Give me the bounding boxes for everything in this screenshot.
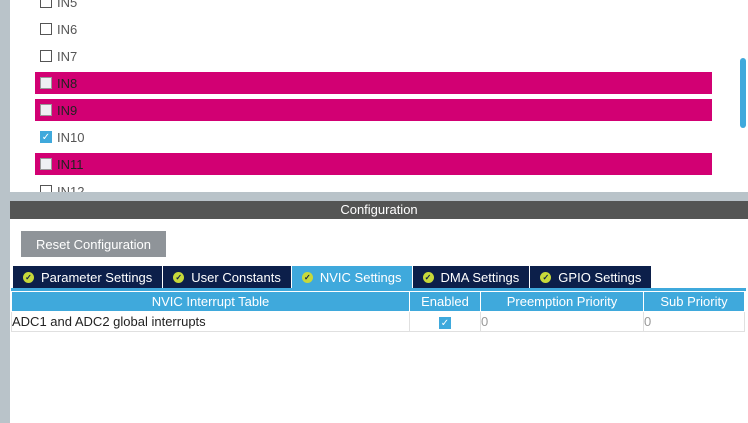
check-circle-icon: ✓ <box>422 271 434 283</box>
tab-user-constants[interactable]: ✓ User Constants <box>163 266 291 288</box>
enabled-checkbox[interactable]: ✓ <box>439 317 451 330</box>
tab-nvic-settings[interactable]: ✓ NVIC Settings <box>291 266 412 288</box>
checkbox-icon[interactable] <box>40 158 52 170</box>
channel-label: IN10 <box>57 129 85 145</box>
vertical-scrollbar[interactable] <box>738 0 748 192</box>
tab-label: NVIC Settings <box>319 269 402 285</box>
channel-label: IN11 <box>57 156 84 172</box>
configuration-panel: Configuration Reset Configuration ✓ Param… <box>10 201 748 423</box>
checkbox-icon[interactable] <box>40 77 52 89</box>
table-row: ADC1 and ADC2 global interrupts ✓ 0 0 <box>11 311 745 332</box>
tab-label: User Constants <box>191 269 281 285</box>
channel-label: IN12 <box>57 183 85 193</box>
header-enabled: Enabled <box>409 291 481 312</box>
tab-label: GPIO Settings <box>558 269 642 285</box>
check-circle-icon: ✓ <box>301 271 313 283</box>
checkbox-icon[interactable] <box>40 0 52 8</box>
channel-row[interactable]: ✓ IN10 <box>35 126 712 148</box>
channel-row[interactable]: IN12 <box>35 180 712 192</box>
check-circle-icon: ✓ <box>23 271 34 283</box>
scrollbar-thumb[interactable] <box>740 58 746 128</box>
header-sub-priority: Sub Priority <box>643 291 745 312</box>
tab-dma-settings[interactable]: ✓ DMA Settings <box>412 266 530 288</box>
channel-row[interactable]: IN5 <box>35 0 712 13</box>
channel-row[interactable]: IN9 <box>35 99 712 121</box>
reset-configuration-button[interactable]: Reset Configuration <box>21 231 166 257</box>
nvic-table: NVIC Interrupt Table Enabled Preemption … <box>11 291 745 332</box>
sub-priority-field[interactable]: 0 <box>643 311 745 332</box>
header-preemption-priority: Preemption Priority <box>480 291 644 312</box>
tab-label: DMA Settings <box>440 269 520 285</box>
checkbox-icon[interactable] <box>40 185 52 192</box>
channel-row[interactable]: IN8 <box>35 72 712 94</box>
channel-label: IN9 <box>57 102 78 118</box>
tab-underline <box>11 288 746 291</box>
checkbox-icon[interactable] <box>40 104 52 116</box>
channel-row[interactable]: IN11 <box>35 153 712 175</box>
preemption-priority-field[interactable]: 0 <box>480 311 644 332</box>
tab-parameter-settings[interactable]: ✓ Parameter Settings <box>13 266 163 288</box>
channel-row[interactable]: IN7 <box>35 45 712 67</box>
tab-label: Parameter Settings <box>41 269 153 285</box>
channel-row[interactable]: IN6 <box>35 18 712 40</box>
configuration-header: Configuration <box>10 201 748 219</box>
channel-label: IN6 <box>57 21 78 37</box>
settings-tabs: ✓ Parameter Settings ✓ User Constants ✓ NVIC … <box>13 266 652 288</box>
check-circle-icon: ✓ <box>173 271 185 283</box>
checkbox-icon[interactable] <box>40 50 52 62</box>
checkbox-icon[interactable]: ✓ <box>40 131 52 143</box>
checkbox-icon[interactable] <box>40 23 52 35</box>
channel-label: IN7 <box>57 48 78 64</box>
channel-label: IN5 <box>57 0 78 10</box>
check-circle-icon: ✓ <box>540 271 552 283</box>
channel-label: IN8 <box>57 75 78 91</box>
header-interrupt-table: NVIC Interrupt Table <box>11 291 410 312</box>
tab-gpio-settings[interactable]: ✓ GPIO Settings <box>530 266 652 288</box>
interrupt-name: ADC1 and ADC2 global interrupts <box>11 311 410 332</box>
